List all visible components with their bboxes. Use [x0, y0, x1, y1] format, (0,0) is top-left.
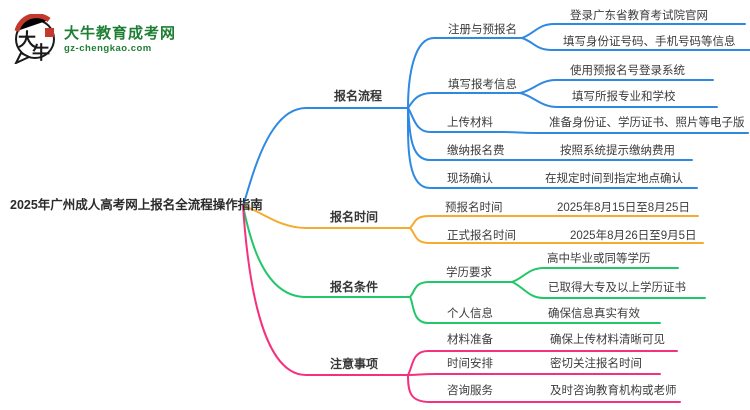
- logo-text: 大牛教育成考网 gz-chengkao.com: [64, 25, 176, 54]
- branch-condition-lines: [242, 205, 706, 324]
- branch-process-lines: [242, 23, 750, 207]
- leaf-consult-teacher[interactable]: 及时咨询教育机构或老师: [550, 385, 677, 397]
- node-onsite-confirm[interactable]: 现场确认: [447, 173, 493, 185]
- leaf-pay-as-prompted[interactable]: 按照系统提示缴纳费用: [560, 145, 675, 157]
- branch-condition[interactable]: 报名条件: [330, 280, 379, 294]
- node-pay-fee[interactable]: 缴纳报名费: [447, 145, 505, 157]
- branch-process[interactable]: 报名流程: [334, 89, 383, 103]
- branch-time[interactable]: 报名时间: [330, 210, 379, 224]
- leaf-highschool-equiv[interactable]: 高中毕业或同等学历: [547, 253, 651, 265]
- leaf-material-clear[interactable]: 确保上传材料清晰可见: [550, 334, 665, 346]
- logo-char-1: 大: [18, 29, 36, 50]
- site-logo[interactable]: 大 牛 大牛教育成考网 gz-chengkao.com: [12, 14, 176, 64]
- node-material-prep[interactable]: 材料准备: [447, 334, 493, 346]
- branch-notice[interactable]: 注意事项: [330, 357, 379, 371]
- leaf-fill-major-school[interactable]: 填写所报专业和学校: [572, 91, 676, 103]
- leaf-info-valid[interactable]: 确保信息真实有效: [548, 308, 640, 320]
- node-prereg-time[interactable]: 预报名时间: [445, 202, 503, 214]
- site-name: 大牛教育成考网: [64, 24, 177, 42]
- branch-time-lines: [242, 205, 704, 244]
- leaf-prepare-docs[interactable]: 准备身份证、学历证书、照片等电子版: [549, 117, 745, 129]
- leaf-formal-reg-dates[interactable]: 2025年8月26日至9月5日: [570, 230, 697, 242]
- site-domain: gz-chengkao.com: [64, 42, 152, 54]
- node-personal-info[interactable]: 个人信息: [447, 308, 493, 320]
- node-register-prereg[interactable]: 注册与预报名: [448, 24, 517, 36]
- root-topic[interactable]: 2025年广州成人高考网上报名全流程操作指南: [10, 198, 263, 212]
- node-consult-service[interactable]: 咨询服务: [447, 385, 493, 397]
- node-formal-reg-time[interactable]: 正式报名时间: [447, 230, 516, 242]
- leaf-login-gdeea[interactable]: 登录广东省教育考试院官网: [570, 10, 708, 22]
- node-upload-materials[interactable]: 上传材料: [447, 117, 493, 129]
- leaf-confirm-at-place[interactable]: 在规定时间到指定地点确认: [545, 173, 683, 185]
- leaf-fill-id-phone[interactable]: 填写身份证号码、手机号码等信息: [563, 36, 736, 48]
- leaf-watch-reg-time[interactable]: 密切关注报名时间: [550, 358, 642, 370]
- logo-bubble-icon: 大 牛: [14, 14, 55, 64]
- node-edu-requirement[interactable]: 学历要求: [446, 267, 492, 279]
- leaf-login-with-prereg[interactable]: 使用预报名号登录系统: [570, 65, 685, 77]
- node-fill-exam-info[interactable]: 填写报考信息: [448, 79, 517, 91]
- logo-char-2: 牛: [32, 42, 50, 63]
- branch-notice-lines: [242, 205, 681, 403]
- node-time-arrange[interactable]: 时间安排: [447, 358, 493, 370]
- leaf-college-diploma[interactable]: 已取得大专及以上学历证书: [548, 282, 686, 294]
- leaf-prereg-dates[interactable]: 2025年8月15日至8月25日: [557, 202, 690, 214]
